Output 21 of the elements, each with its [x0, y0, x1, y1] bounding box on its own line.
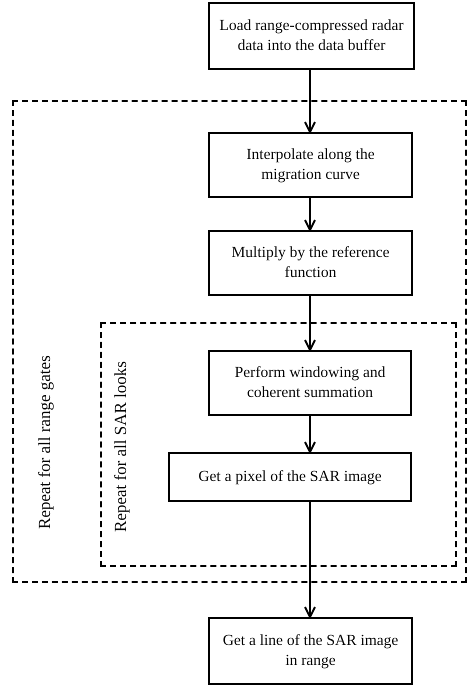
process-box — [168, 452, 412, 502]
process-box — [208, 230, 413, 296]
step-text: Get a pixel of the SAR image — [198, 466, 382, 487]
process-box — [208, 132, 413, 198]
loop-label: Repeat for all range gates — [34, 354, 55, 531]
arrow — [304, 502, 316, 618]
arrow — [304, 198, 316, 231]
step-text: Perform windowing and coherent summation — [234, 362, 386, 403]
step-text: Get a line of the SAR image in range — [222, 630, 400, 671]
arrow — [304, 70, 316, 133]
arrow — [304, 296, 316, 351]
repeat-loop-frame — [12, 100, 467, 583]
step-text: Interpolate along the migration curve — [245, 144, 376, 185]
arrow — [304, 416, 316, 453]
process-box — [208, 2, 415, 70]
process-box — [208, 617, 413, 685]
repeat-loop-frame — [100, 322, 457, 567]
step-text: Multiply by the reference function — [230, 242, 390, 283]
step-text: Load range-compressed radar data into the data buffer — [218, 16, 405, 56]
process-box — [208, 350, 412, 416]
loop-label: Repeat for all SAR looks — [110, 360, 131, 534]
